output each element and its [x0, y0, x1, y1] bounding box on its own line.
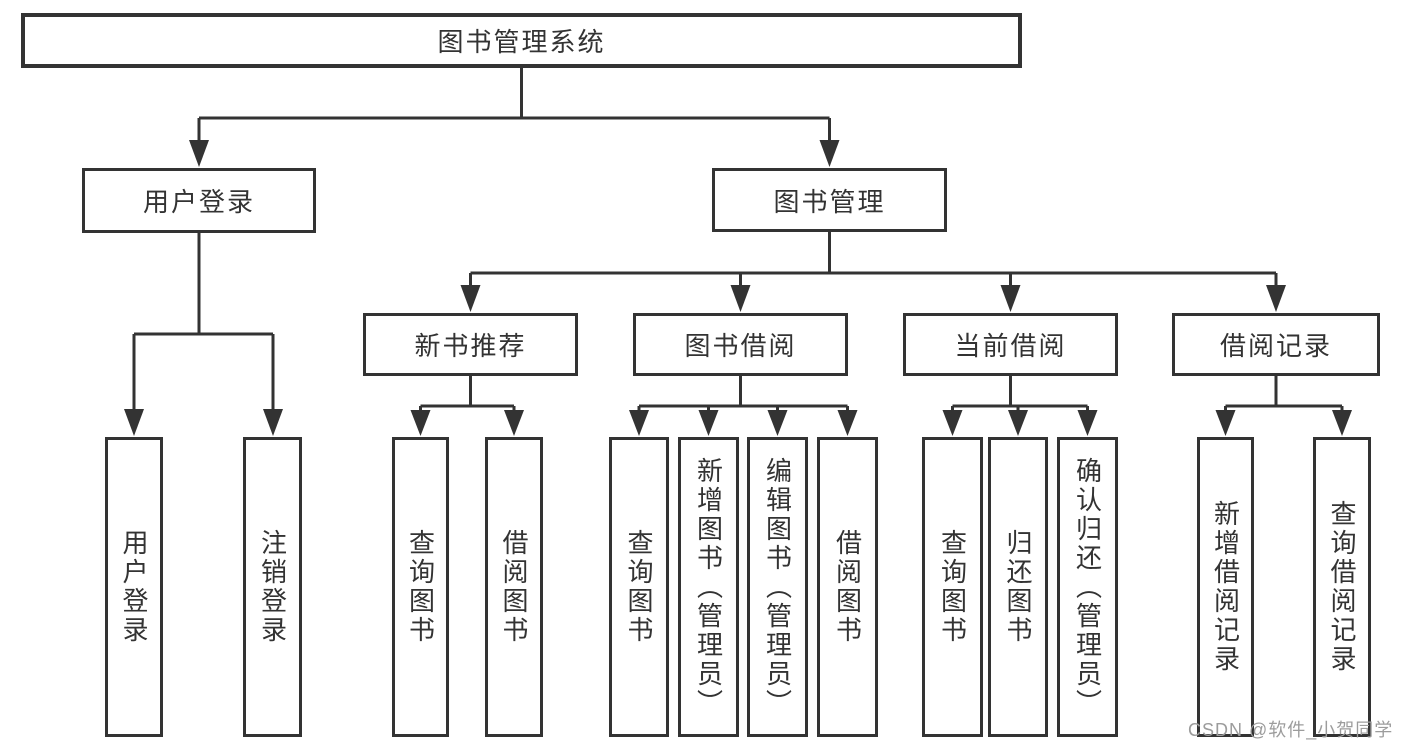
- leaf-label: 编辑图书（管理员）: [762, 456, 793, 718]
- leaf-confirm-return-admin: 确认归还（管理员）: [1057, 437, 1118, 737]
- node-book-management: 图书管理: [712, 168, 947, 232]
- node-user-login: 用户登录: [82, 168, 316, 233]
- edge-book-borrow-to-leaves: [629, 376, 858, 436]
- arrowhead: [837, 410, 858, 436]
- arrowhead: [1077, 410, 1098, 436]
- leaf-label: 确认归还（管理员）: [1072, 456, 1103, 718]
- arrowhead: [698, 410, 719, 436]
- leaf-return-books: 归还图书: [988, 437, 1048, 737]
- leaf-label: 新增借阅记录: [1210, 500, 1241, 674]
- leaf-add-borrow-record: 新增借阅记录: [1197, 437, 1254, 737]
- edge-user-login-to-leaves: [124, 233, 283, 436]
- node-new-book-recommend: 新书推荐: [363, 313, 578, 376]
- leaf-edit-books-admin: 编辑图书（管理员）: [747, 437, 808, 737]
- node-library-management-system: 图书管理系统: [21, 13, 1022, 68]
- node-book-borrowing: 图书借阅: [633, 313, 848, 376]
- leaf-label: 查询借阅记录: [1327, 500, 1357, 674]
- leaf-logout: 注销登录: [243, 437, 302, 737]
- leaf-borrow-query-books: 查询图书: [609, 437, 669, 737]
- leaf-rec-borrow-books: 借阅图书: [485, 437, 543, 737]
- leaf-label: 查询图书: [937, 529, 968, 645]
- arrowhead: [504, 410, 524, 436]
- arrowhead: [730, 285, 751, 312]
- leaf-label: 注销登录: [257, 529, 288, 645]
- arrowhead: [1332, 410, 1352, 436]
- arrowhead: [124, 409, 144, 436]
- edge-root-to-level2: [189, 68, 840, 167]
- node-current-borrowing: 当前借阅: [903, 313, 1118, 376]
- arrowhead: [942, 410, 963, 436]
- arrowhead: [189, 140, 209, 167]
- leaf-user-login: 用户登录: [105, 437, 163, 737]
- arrowhead: [410, 410, 431, 436]
- arrowhead: [1000, 285, 1021, 312]
- leaf-label: 用户登录: [119, 529, 149, 645]
- watermark: CSDN @软件_小贺同学: [1188, 720, 1394, 740]
- edge-borrow-record-to-leaves: [1215, 376, 1352, 436]
- arrowhead: [819, 140, 840, 167]
- arrowhead: [1215, 410, 1236, 436]
- arrowhead: [263, 409, 283, 436]
- arrowhead: [767, 410, 788, 436]
- arrowhead: [629, 410, 649, 436]
- node-borrow-records: 借阅记录: [1172, 313, 1380, 376]
- edge-new-book-rec-to-leaves: [410, 376, 524, 436]
- edge-current-borrow-to-leaves: [942, 376, 1098, 436]
- arrowhead: [1266, 285, 1286, 312]
- edge-book-mgmt-to-level3: [460, 232, 1286, 312]
- leaf-query-borrow-record: 查询借阅记录: [1313, 437, 1371, 737]
- leaf-label: 借阅图书: [832, 529, 863, 645]
- leaf-label: 新增图书（管理员）: [693, 456, 724, 718]
- leaf-label: 查询图书: [624, 529, 654, 645]
- leaf-rec-query-books: 查询图书: [392, 437, 449, 737]
- leaf-label: 查询图书: [405, 529, 436, 645]
- leaf-current-query-books: 查询图书: [922, 437, 983, 737]
- leaf-borrow-books: 借阅图书: [817, 437, 878, 737]
- arrowhead: [1008, 410, 1028, 436]
- leaf-label: 借阅图书: [499, 529, 529, 645]
- arrowhead: [460, 285, 481, 312]
- leaf-label: 归还图书: [1003, 529, 1033, 645]
- leaf-add-books-admin: 新增图书（管理员）: [678, 437, 739, 737]
